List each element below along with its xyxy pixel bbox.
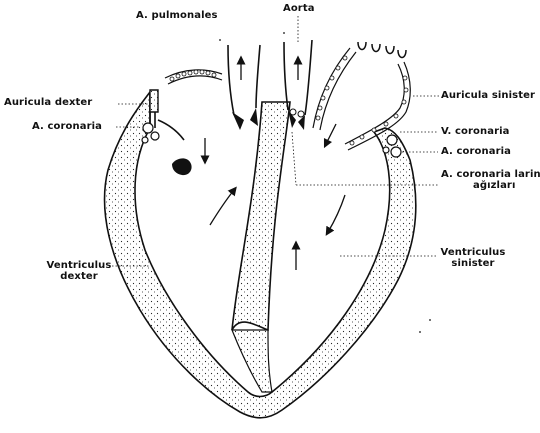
label-auricula-dexter: Auricula dexter (4, 98, 92, 108)
interventricular-septum (232, 102, 290, 330)
label-ventriculus-dexter-1: Ventriculus (46, 261, 112, 271)
pulmonary-trunk-left-wall (228, 45, 234, 115)
aorta-left-wall (284, 42, 288, 110)
pulmonary-valve-right (250, 108, 258, 126)
label-a-pulmonales: A. pulmonales (136, 11, 218, 21)
label-auricula-sinister: Auricula sinister (441, 91, 535, 101)
label-a-coronaria-right: A. coronaria (441, 147, 511, 157)
pulmonary-vein-beads (316, 56, 347, 120)
label-aorta: Aorta (283, 4, 315, 14)
coronary-sinus-opening (172, 158, 192, 175)
pulmonary-artery-beads (170, 70, 216, 81)
label-ventriculus-dexter-2: dexter (46, 272, 112, 282)
label-a-coronaria-larin: A. coronaria larin (441, 170, 540, 180)
label-ventriculus-sinister-2: sinister (440, 259, 506, 269)
pulmonary-vein-openings (358, 42, 406, 58)
right-auricle-edge (150, 90, 158, 112)
pulmonary-valve-left (232, 112, 244, 130)
tricuspid-leaflet (158, 120, 184, 140)
aorta-right-wall (305, 40, 312, 115)
label-a-coronaria-left: A. coronaria (32, 122, 102, 132)
label-ventriculus-sinister-1: Ventriculus (440, 248, 506, 258)
pulmonary-trunk-right-wall (256, 45, 260, 108)
label-v-coronaria: V. coronaria (441, 127, 510, 137)
label-agizlari: ağızları (473, 181, 516, 191)
